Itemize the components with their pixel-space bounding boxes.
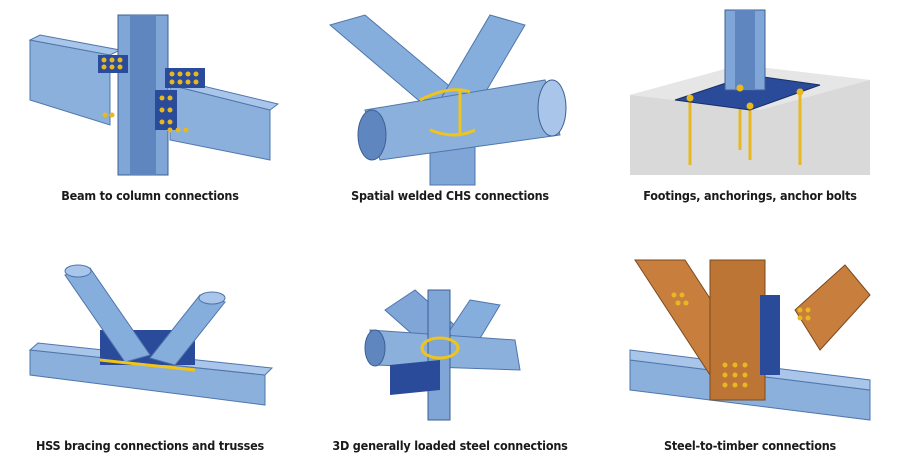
steel-timber-illustration [629, 259, 871, 421]
tile-caption: Steel-to-timber connections [663, 438, 837, 453]
tile-beam-to-column[interactable]: Beam to column connections [0, 0, 300, 230]
tile-hss-bracing[interactable]: HSS bracing connections and trusses [0, 240, 300, 470]
tile-caption: 3D generally loaded steel connections [332, 438, 568, 453]
tile-caption: Footings, anchorings, anchor bolts [643, 188, 857, 203]
tile-caption: HSS bracing connections and trusses [35, 438, 265, 453]
tile-footings[interactable]: Footings, anchorings, anchor bolts [600, 0, 900, 230]
footing-anchor-illustration [630, 9, 870, 175]
tile-caption: Spatial welded CHS connections [351, 188, 549, 203]
chs-connection-illustration [328, 14, 567, 186]
tile-3d-connections[interactable]: 3D generally loaded steel connections [300, 240, 600, 470]
tile-chs-connections[interactable]: Spatial welded CHS connections [300, 0, 600, 230]
3d-connection-illustration [364, 289, 521, 421]
tile-steel-timber[interactable]: Steel-to-timber connections [600, 240, 900, 470]
tile-caption: Beam to column connections [61, 188, 239, 203]
hss-bracing-illustration [28, 264, 274, 406]
beam-to-column-illustration [28, 14, 280, 176]
